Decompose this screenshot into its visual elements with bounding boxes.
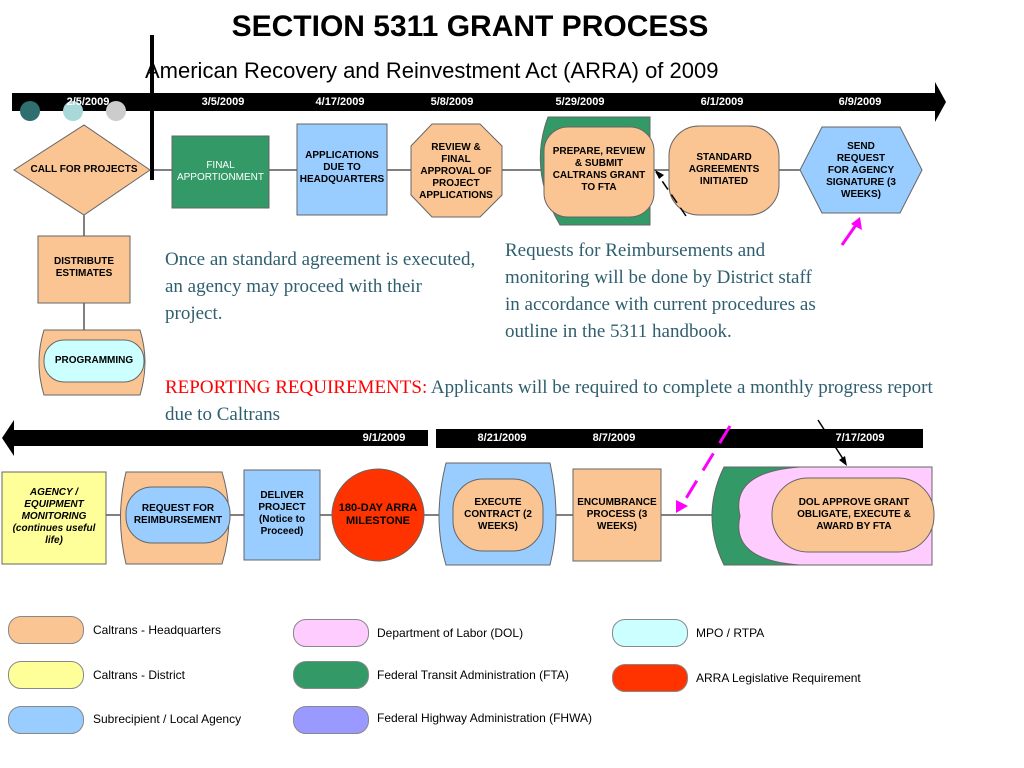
timeline-bottom-bar-right [436,429,923,448]
timeline-date: 5/8/2009 [430,96,474,108]
arrowhead [851,217,862,230]
standard-agreements-shape [668,125,780,216]
applications-due-label: APPLICATIONS DUE TO HEADQUARTERS [299,150,385,185]
prepare-submit-label: PREPARE, REVIEW & SUBMIT CALTRANS GRANT … [552,146,646,193]
deliver-project-label: DELIVER PROJECT (Notice to Proceed) [258,490,306,537]
dol-approve-shape [771,477,935,553]
arra-milestone-label: 180-DAY ARRA MILESTONE [338,502,418,527]
legend-swatch [293,619,369,647]
reporting-note: REPORTING REQUIREMENTS: Applicants will … [165,374,955,428]
agency-monitoring-shape [1,471,107,565]
legend-label: ARRA Legislative Requirement [696,671,861,685]
arrowhead [655,170,664,179]
legend-swatch [8,616,84,644]
legend-label: Subrecipient / Local Agency [93,712,242,726]
legend-label: Federal Highway Administration (FHWA) [377,711,592,725]
programming-inner-shape [43,339,145,383]
timeline-top-bar [12,82,946,122]
request-reimbursement-shape [125,486,231,544]
final-apportionment-label: FINAL APPORTIONMENT [176,160,265,183]
timeline-date: 2/5/2009 [66,96,110,108]
legend-swatch [8,706,84,734]
timeline-date: 3/5/2009 [201,96,245,108]
timeline-dot [20,101,40,121]
black-arrow [817,419,846,463]
dol-approve-label: DOL APPROVE GRANT OBLIGATE, EXECUTE & AW… [797,497,911,532]
legend-label: Caltrans - District [93,668,186,682]
send-request-label: SEND REQUEST FOR AGENCY SIGNATURE (3 WEE… [826,141,896,200]
legend-label: Department of Labor (DOL) [377,626,524,640]
deliver-project-shape [243,469,321,561]
legend-label: MPO / RTPA [696,626,765,640]
request-reimbursement-label: REQUEST FOR REIMBURSEMENT [133,503,223,526]
call-for-projects-shape [13,124,151,216]
arrowhead [839,456,847,466]
execute-contract-shape [452,478,544,552]
timeline-date: 9/1/2009 [362,432,406,444]
timeline-date: 8/7/2009 [592,432,636,444]
timeline-date: 4/17/2009 [315,96,365,108]
programming-label: PROGRAMMING [54,355,134,366]
reporting-text: Applicants will be required to complete … [165,377,933,425]
timeline-date: 8/21/2009 [477,432,527,444]
encumbrance-shape [572,468,662,562]
legend-swatch [8,661,84,689]
agreement-note: Once an standard agreement is executed, … [165,249,476,324]
encumbrance-label: ENCUMBRANCE PROCESS (3 WEEKS) [577,497,657,532]
page-subtitle: American Recovery and Reinvestment Act (… [145,58,719,83]
timeline-date: 6/9/2009 [838,96,882,108]
standard-agreements-label: STANDARD AGREEMENTS INITIATED [688,152,760,187]
timeline-date: 5/29/2009 [555,96,605,108]
page-title: SECTION 5311 GRANT PROCESS [231,10,709,43]
legend-swatch [612,664,688,692]
arrowhead [676,500,688,513]
legend-label: Federal Transit Administration (FTA) [377,668,569,682]
dashed-arrow [655,171,687,217]
review-approval-shape [410,123,503,218]
reimbursement-note: Requests for Reimbursements and monitori… [505,240,816,342]
timeline-date: 7/17/2009 [835,432,885,444]
applications-due-shape [296,123,388,216]
final-apportionment-shape [171,135,270,209]
arra-milestone-shape [331,468,425,562]
execute-contract-label: EXECUTE CONTRACT (2 WEEKS) [464,497,532,532]
timeline-date: 6/1/2009 [700,96,744,108]
agency-monitoring-label: AGENCY / EQUIPMENT MONITORING (continues… [12,487,96,546]
legend-swatch [612,619,688,647]
timeline-dot [106,101,126,121]
timeline-dot [63,101,83,121]
timeline-bottom-bar [2,420,428,456]
legend-swatch [293,706,369,734]
send-request-shape [799,126,923,214]
call-for-projects-label: CALL FOR PROJECTS [30,164,138,175]
review-approval-label: REVIEW & FINAL APPROVAL OF PROJECT APPLI… [419,142,493,201]
legend-swatch [293,661,369,689]
distribute-estimates-label: DISTRIBUTE ESTIMATES [54,256,114,279]
prepare-submit-shape [543,126,655,218]
magenta-dashed-arrow [680,425,732,506]
distribute-estimates-shape [37,235,131,304]
legend-label: Caltrans - Headquarters [93,623,222,637]
reporting-label: REPORTING REQUIREMENTS: [165,377,428,398]
timeline-marker-line [150,35,154,180]
